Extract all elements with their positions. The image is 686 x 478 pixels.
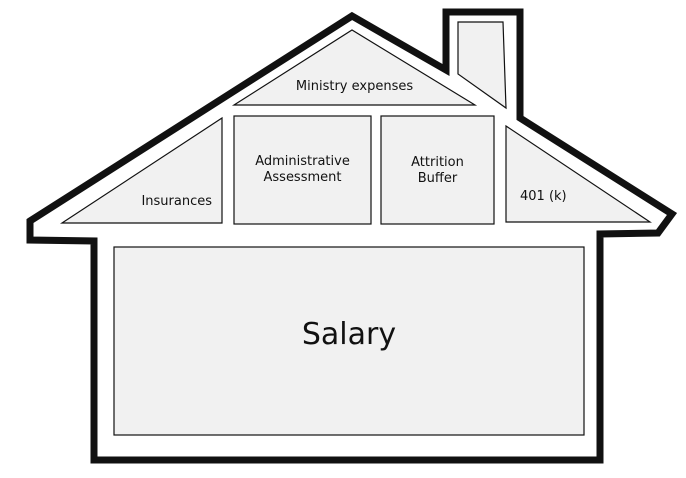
attrition-buffer-box — [380, 115, 495, 225]
administrative-assessment-line1: Administrative — [255, 154, 350, 169]
401k-label: 401 (k) — [520, 189, 567, 204]
administrative-assessment-box — [233, 115, 372, 225]
ministry-expenses-label: Ministry expenses — [295, 79, 414, 94]
attrition-buffer-line1: Attrition — [411, 155, 464, 170]
chimney-shape — [457, 21, 507, 110]
attrition-buffer-line2: Buffer — [417, 171, 458, 187]
insurances-label: Insurances — [141, 194, 212, 209]
ministry-expenses-triangle — [231, 29, 478, 106]
salary-box — [113, 246, 585, 436]
salary-label: Salary — [301, 317, 397, 352]
401k-triangle — [505, 124, 652, 223]
insurances-triangle — [59, 116, 223, 224]
administrative-assessment-line2: Assessment — [263, 170, 342, 186]
administrative-assessment-label: Administrative Assessment — [234, 154, 371, 187]
attrition-buffer-label: Attrition Buffer — [381, 155, 494, 188]
